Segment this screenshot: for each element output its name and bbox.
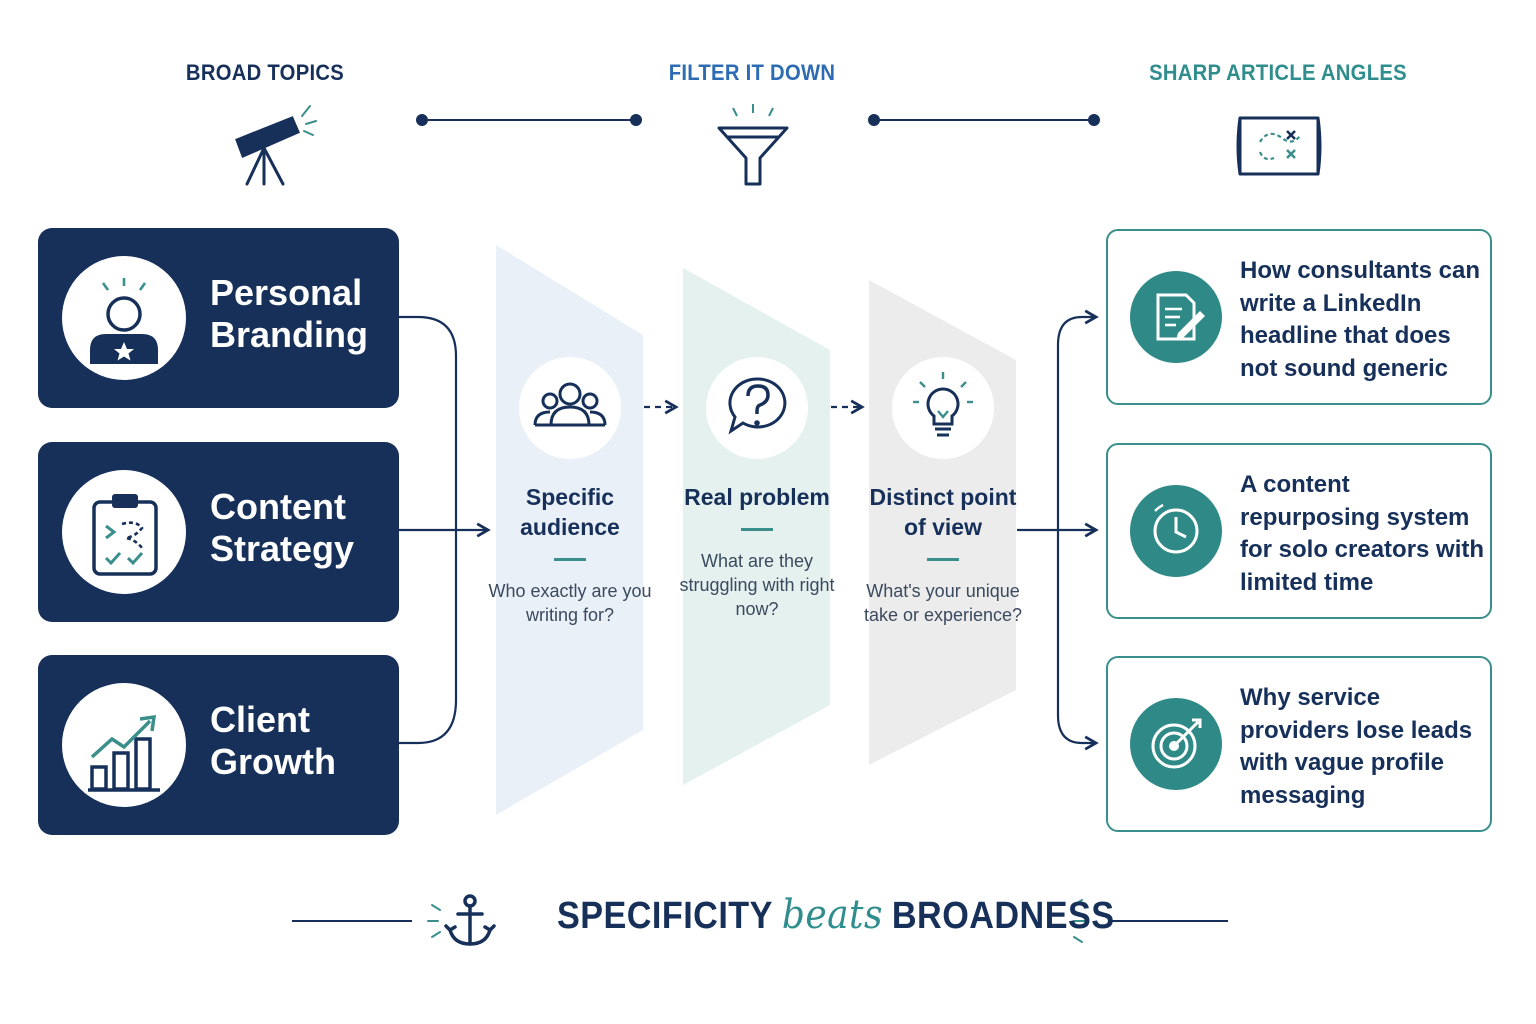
stage-real-problem: Real problem What are they struggling wi… <box>672 482 842 621</box>
anchor-icon <box>427 894 496 946</box>
angle-text: How consultants can write a LinkedIn hea… <box>1240 257 1481 382</box>
stage-distinct-pov: Distinct point of view What's your uniqu… <box>858 482 1028 627</box>
topic-client-growth: Client Growth <box>38 655 399 835</box>
angle-card-vague-messaging: Why service providers lose leads with va… <box>1106 656 1492 832</box>
header-connector-left <box>416 114 642 126</box>
document-pen-icon <box>1130 271 1222 363</box>
topic-personal-branding: Personal Branding <box>38 228 399 408</box>
telescope-icon <box>235 105 317 186</box>
stage-title: Distinct point of view <box>869 484 1017 540</box>
target-icon <box>1130 698 1222 790</box>
stage-question: What's your unique take or experience? <box>863 581 1023 625</box>
topic-label: Client Growth <box>210 699 336 782</box>
header-connector-right <box>868 114 1100 126</box>
stage-divider <box>927 558 959 561</box>
lightbulb-icon <box>892 357 994 459</box>
people-group-icon <box>519 357 621 459</box>
angle-card-linkedin-headline: How consultants can write a LinkedIn hea… <box>1106 229 1492 405</box>
treasure-map-icon <box>1236 116 1322 176</box>
question-bubble-icon <box>706 357 808 459</box>
stage-divider <box>554 558 586 561</box>
topic-label: Content Strategy <box>210 486 355 569</box>
tagline-beats: beats <box>781 892 883 938</box>
stage-title: Specific audience <box>520 484 620 540</box>
person-star-icon <box>62 256 186 380</box>
stage-divider <box>741 528 773 531</box>
stage-title: Real problem <box>684 484 830 510</box>
topic-label: Personal Branding <box>210 272 368 355</box>
header-sharp-angles: SHARP ARTICLE ANGLES <box>1149 60 1407 85</box>
clock-icon <box>1130 485 1222 577</box>
angle-card-repurposing-system: A content repurposing system for solo cr… <box>1106 443 1492 619</box>
stage-specific-audience: Specific audience Who exactly are you wr… <box>485 482 655 627</box>
header-filter-it-down: FILTER IT DOWN <box>668 60 836 85</box>
clipboard-plan-icon <box>62 470 186 594</box>
funnel-icon <box>717 104 789 186</box>
growth-chart-icon <box>62 683 186 807</box>
angle-text: A content repurposing system for solo cr… <box>1240 471 1485 596</box>
angles-fanout <box>1017 309 1099 751</box>
stage-question: What are they struggling with right now? <box>679 551 835 619</box>
stage-question: Who exactly are you writing for? <box>488 581 652 625</box>
angle-text: Why service providers lose leads with va… <box>1240 684 1473 809</box>
topic-content-strategy: Content Strategy <box>38 442 399 622</box>
tagline-broadness: BROADNESS <box>891 895 1115 937</box>
tagline-specificity: SPECIFICITY <box>557 895 773 937</box>
header-broad-topics: BROAD TOPICS <box>185 60 345 85</box>
sparkle-right-icon <box>1073 899 1087 943</box>
topics-bracket <box>399 315 491 745</box>
